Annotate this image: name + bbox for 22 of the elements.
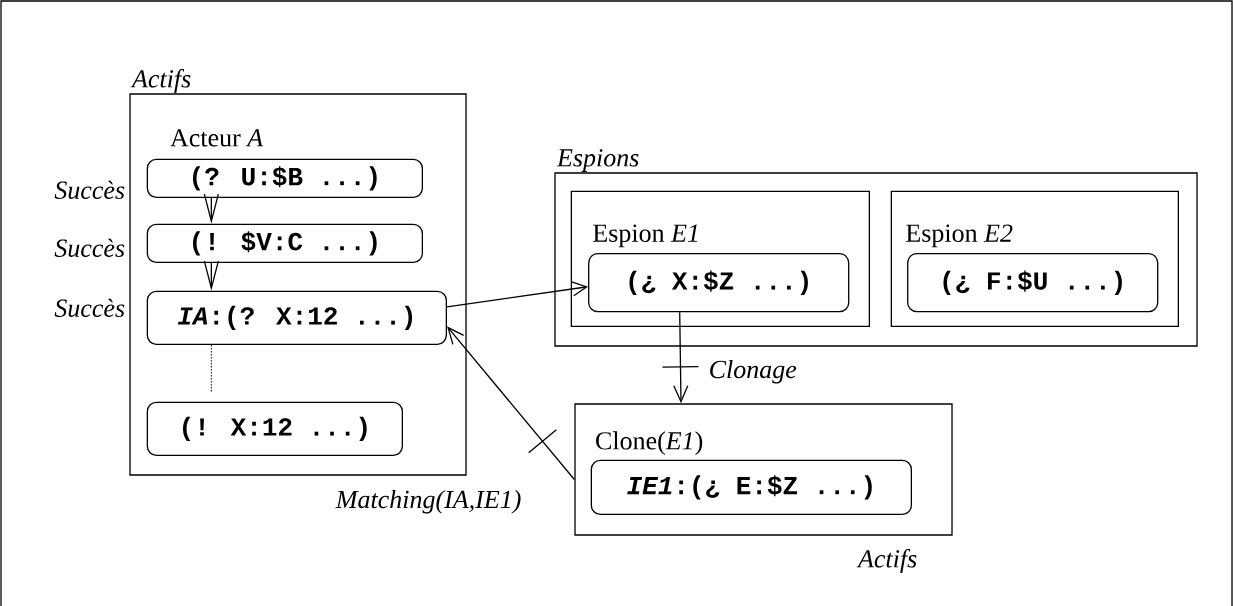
- heading: Actifs: [856, 549, 917, 573]
- heading: Espions: [556, 149, 639, 172]
- side-label: Succès: [54, 238, 125, 257]
- heading: Espion E1: [593, 224, 698, 248]
- heading: Actifs: [130, 69, 191, 93]
- edge-label: Clonage: [707, 358, 798, 385]
- heading: Clone(E1): [596, 431, 703, 455]
- edge-label: Matching(IA,IE1): [334, 488, 523, 515]
- heading: Espion E2: [906, 224, 1013, 248]
- side-label: Succès: [54, 298, 125, 317]
- code-box: IE1:(¿ E:$Z ...): [590, 459, 912, 515]
- arrow: [446, 281, 589, 308]
- code-box: IA:(? X:12 ...): [146, 290, 447, 345]
- heading: Acteur A: [170, 129, 264, 147]
- arrow: [661, 311, 700, 404]
- code-box: (? U:$B ...): [146, 158, 423, 198]
- arrow: [447, 326, 575, 481]
- side-label: Succès: [54, 180, 125, 199]
- code-box: (¿ X:$Z ...): [588, 253, 850, 313]
- code-box: (! X:12 ...): [146, 401, 403, 456]
- code-box: (¿ F:$U ...): [907, 253, 1159, 313]
- code-box: (! $V:C ...): [146, 223, 423, 263]
